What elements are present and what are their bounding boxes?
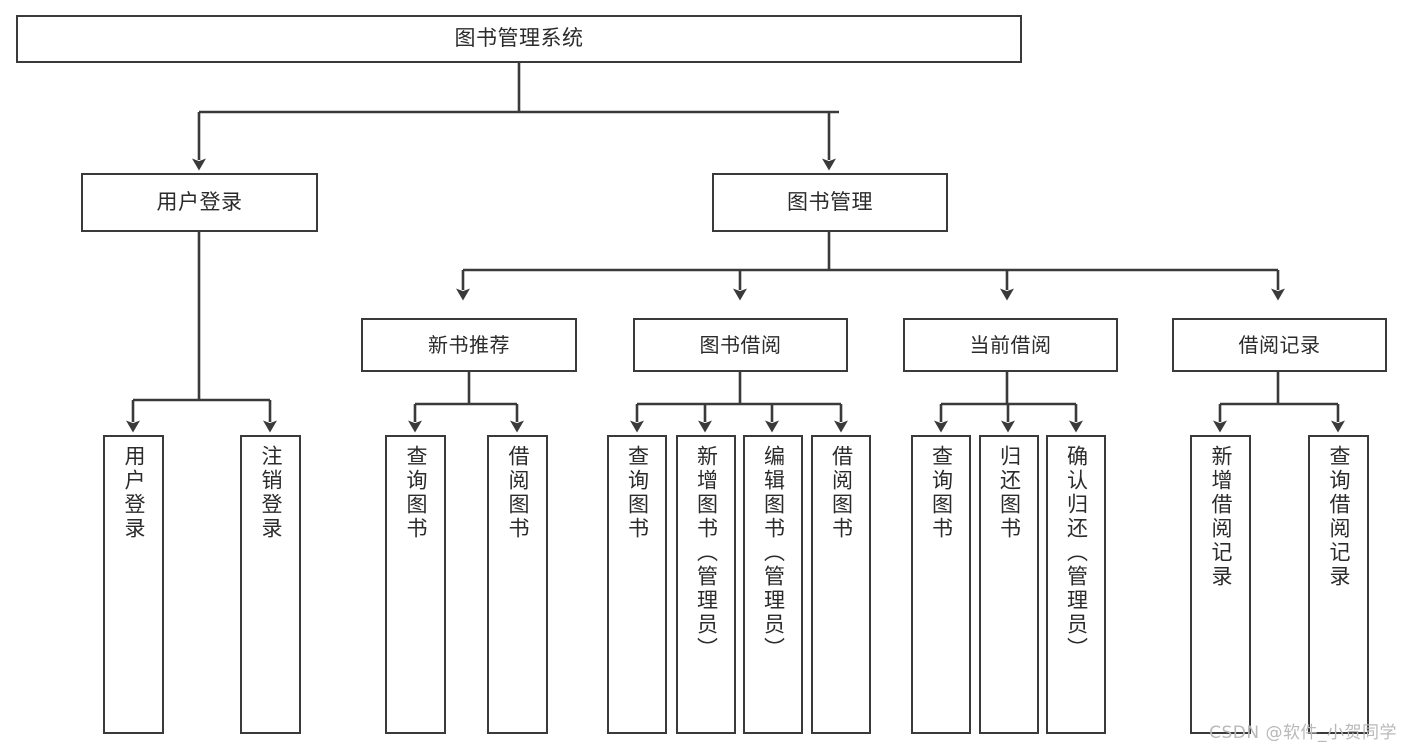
leaf-borrow-book-newbook[interactable]: 借阅图书 <box>487 435 548 734</box>
node-label: 当前借阅 <box>969 332 1052 357</box>
node-label: 图书管理系统 <box>454 26 584 51</box>
node-current-borrow[interactable]: 当前借阅 <box>903 318 1118 372</box>
node-book-management[interactable]: 图书管理 <box>712 173 948 232</box>
leaf-borrow-book-borrow[interactable]: 借阅图书 <box>811 435 871 734</box>
node-new-book-recommend[interactable]: 新书推荐 <box>361 318 577 372</box>
leaf-logout[interactable]: 注销登录 <box>240 435 301 734</box>
leaf-query-borrow-record[interactable]: 查询借阅记录 <box>1308 435 1369 734</box>
node-label: 借阅记录 <box>1238 332 1321 357</box>
node-label: 用户登录 <box>122 445 146 541</box>
leaf-query-book-borrow[interactable]: 查询图书 <box>607 435 667 734</box>
node-user-login[interactable]: 用户登录 <box>81 173 318 232</box>
node-label: 查询图书 <box>404 445 428 541</box>
leaf-query-book-newbook[interactable]: 查询图书 <box>385 435 446 734</box>
node-label: 确认归还（管理员） <box>1064 445 1089 661</box>
node-label: 查询图书 <box>625 445 650 541</box>
node-label: 新增图书（管理员） <box>694 445 719 661</box>
leaf-edit-book-admin[interactable]: 编辑图书（管理员） <box>743 435 803 734</box>
leaf-confirm-return-admin[interactable]: 确认归还（管理员） <box>1046 435 1106 734</box>
node-label: 新书推荐 <box>428 332 510 357</box>
node-label: 用户登录 <box>156 189 243 214</box>
leaf-add-book-admin[interactable]: 新增图书（管理员） <box>676 435 736 734</box>
node-label: 图书借阅 <box>699 332 782 357</box>
leaf-user-login[interactable]: 用户登录 <box>103 435 164 734</box>
leaf-return-book[interactable]: 归还图书 <box>979 435 1039 734</box>
node-borrow-record[interactable]: 借阅记录 <box>1172 318 1387 372</box>
node-label: 归还图书 <box>997 445 1022 541</box>
node-label: 借阅图书 <box>829 445 854 541</box>
node-label: 图书管理 <box>787 189 873 214</box>
leaf-add-borrow-record[interactable]: 新增借阅记录 <box>1190 435 1251 734</box>
node-label: 查询借阅记录 <box>1327 445 1351 589</box>
node-book-borrow[interactable]: 图书借阅 <box>633 318 848 372</box>
node-label: 新增借阅记录 <box>1209 445 1233 589</box>
node-label: 注销登录 <box>259 445 283 541</box>
node-label: 编辑图书（管理员） <box>761 445 786 661</box>
leaf-query-book-current[interactable]: 查询图书 <box>911 435 971 734</box>
node-label: 借阅图书 <box>506 445 530 541</box>
node-root-system[interactable]: 图书管理系统 <box>16 15 1022 63</box>
node-label: 查询图书 <box>929 445 954 541</box>
